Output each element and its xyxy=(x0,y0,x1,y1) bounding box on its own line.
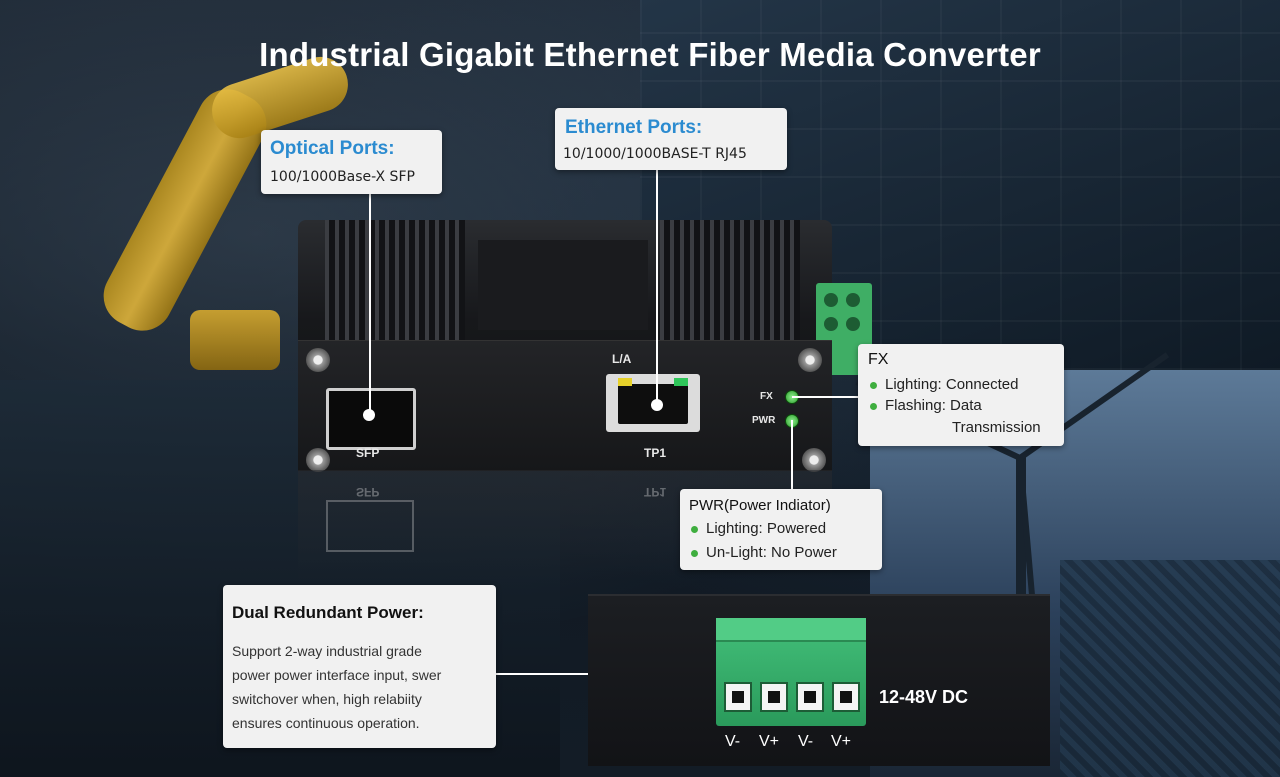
terminal-block-icon xyxy=(716,618,866,726)
fx-bullet-continuation: Transmission xyxy=(952,419,1041,436)
dual-power-title: Dual Redundant Power: xyxy=(232,603,424,622)
terminal-slot xyxy=(796,682,824,712)
fx-callout: FX Lighting: Connected Flashing: Data Tr… xyxy=(858,344,1064,446)
optical-ports-title: Optical Ports: xyxy=(270,138,395,159)
fx-led-label: FX xyxy=(760,391,773,402)
fx-bullet-1: Lighting: Connected xyxy=(870,374,1018,396)
bullet-dot xyxy=(691,549,698,557)
bullet-dot xyxy=(691,525,698,533)
ethernet-ports-subtitle: 10/1000/1000BASE-T RJ45 xyxy=(563,146,747,162)
terminal-label: V+ xyxy=(831,733,852,750)
reflection-tp1-label: TP1 xyxy=(644,485,667,499)
dual-power-line: ensures continuous operation. xyxy=(232,715,420,731)
pwr-bullet-1: Lighting: Powered xyxy=(691,518,826,540)
dual-power-description: Support 2-way industrial grade power pow… xyxy=(232,639,441,735)
terminal-label: V- xyxy=(798,733,814,750)
link-led-yellow xyxy=(618,378,632,386)
anchor-dot xyxy=(651,399,663,411)
reflection-sfp-port xyxy=(326,500,414,552)
terminal-slot xyxy=(832,682,860,712)
page-title: Industrial Gigabit Ethernet Fiber Media … xyxy=(259,36,1041,73)
dual-power-line: power power interface input, swer xyxy=(232,667,442,683)
la-label: L/A xyxy=(612,352,632,366)
fx-title: FX xyxy=(868,351,889,368)
terminal-label: V- xyxy=(725,733,741,750)
dual-power-line: switchover when, high relabiity xyxy=(232,691,422,707)
screw-icon xyxy=(802,448,826,472)
optical-ports-callout: Optical Ports: 100/1000Base-X SFP xyxy=(261,130,442,194)
background-solar-panels xyxy=(1060,560,1280,777)
heatsink-fins xyxy=(660,220,800,340)
heatsink-fins xyxy=(325,220,465,340)
screw-icon xyxy=(798,348,822,372)
dual-power-line: Support 2-way industrial grade xyxy=(232,643,422,659)
sfp-label: SFP xyxy=(356,446,380,460)
ethernet-ports-callout: Ethernet Ports: 10/1000/1000BASE-T RJ45 xyxy=(555,108,787,170)
terminal-hole xyxy=(824,317,838,331)
voltage-label: 12-48V DC xyxy=(879,687,969,707)
pwr-bullet-text: Lighting: Powered xyxy=(706,520,827,537)
terminal-slot xyxy=(724,682,752,712)
tp1-label: TP1 xyxy=(644,446,667,460)
fx-bullet-2: Flashing: Data xyxy=(870,395,982,417)
leader-line-ethernet xyxy=(656,170,658,404)
terminal-hole xyxy=(846,317,860,331)
fx-bullet-text: Flashing: Data xyxy=(885,397,982,414)
ethernet-ports-title: Ethernet Ports: xyxy=(565,117,703,138)
fx-bullet-text: Lighting: Connected xyxy=(885,376,1019,393)
optical-ports-subtitle: 100/1000Base-X SFP xyxy=(270,169,415,185)
terminal-slot xyxy=(760,682,788,712)
pwr-led-label: PWR xyxy=(752,415,776,426)
bullet-dot xyxy=(870,402,877,410)
robot-arm-base xyxy=(190,310,280,370)
terminal-hole xyxy=(846,293,860,307)
leader-line-fx xyxy=(792,396,858,398)
device-top-label-area xyxy=(478,240,648,330)
leader-line-pwr xyxy=(791,420,793,520)
screw-icon xyxy=(306,448,330,472)
terminal-top xyxy=(716,618,866,642)
activity-led-green xyxy=(674,378,688,386)
pwr-bullet-text: Un-Light: No Power xyxy=(706,544,837,561)
terminal-label: V+ xyxy=(759,733,780,750)
pwr-bullet-2: Un-Light: No Power xyxy=(691,542,837,564)
pwr-indicator-title: PWR(Power Indiator) xyxy=(689,497,831,514)
reflection-sfp-label: SFP xyxy=(356,485,380,499)
leader-line-optical xyxy=(369,192,371,414)
wind-turbine-icon xyxy=(1016,455,1026,635)
anchor-dot xyxy=(363,409,375,421)
pwr-indicator-callout: PWR(Power Indiator) Lighting: Powered Un… xyxy=(680,489,882,570)
screw-icon xyxy=(306,348,330,372)
dual-power-callout: Dual Redundant Power: Support 2-way indu… xyxy=(223,585,496,748)
terminal-hole xyxy=(824,293,838,307)
bullet-dot xyxy=(870,381,877,389)
